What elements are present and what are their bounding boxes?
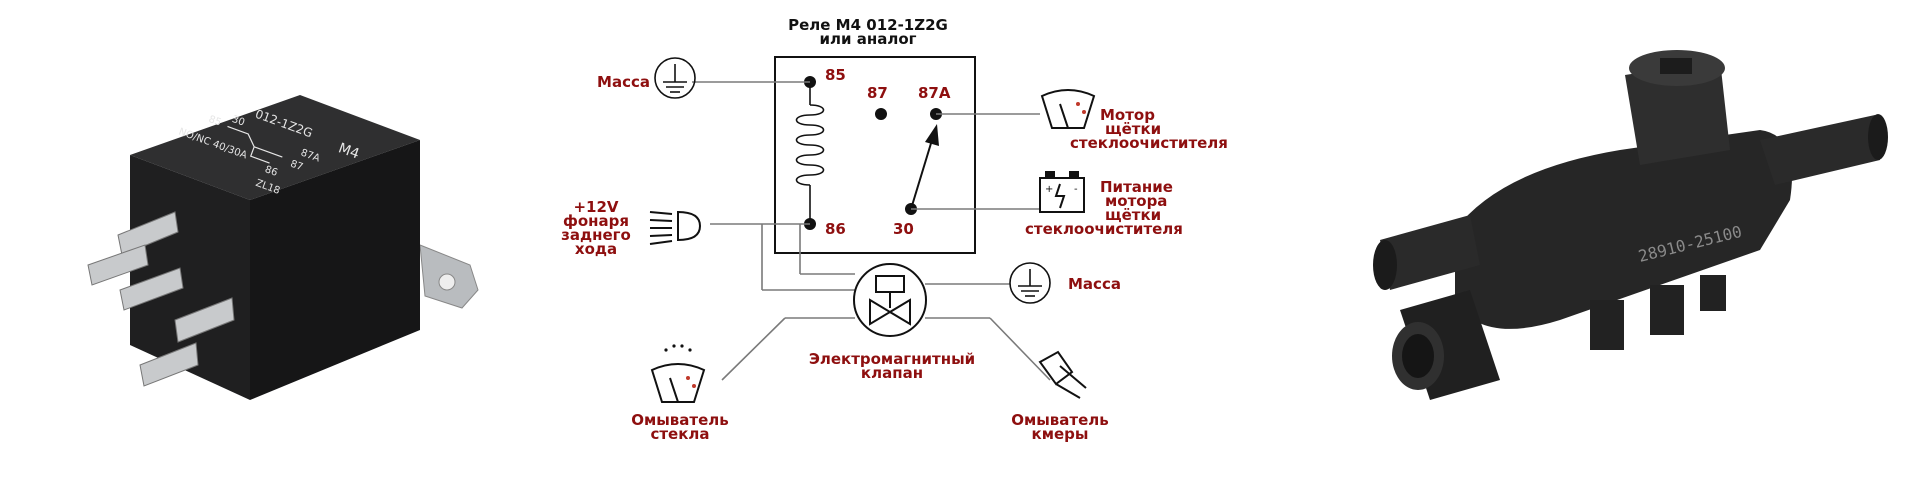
valve-label: Электромагнитный клапан bbox=[809, 350, 975, 382]
terminal-87 bbox=[875, 108, 887, 120]
svg-text:заднего: заднего bbox=[561, 226, 631, 244]
relay-photo-brand: M4 bbox=[336, 140, 361, 162]
svg-text:Питание: Питание bbox=[1100, 178, 1173, 196]
washer-icon bbox=[650, 344, 706, 403]
svg-text:Омыватель: Омыватель bbox=[1011, 411, 1109, 429]
ground-top-label: Масса bbox=[597, 73, 650, 91]
ground-icon bbox=[1009, 262, 1051, 304]
pin-87: 87 bbox=[867, 84, 888, 102]
svg-text:Мотор: Мотор bbox=[1100, 106, 1155, 124]
ground-icon bbox=[654, 57, 696, 99]
pin-30: 30 bbox=[893, 220, 914, 238]
reverse-light-label: +12V фонаря заднего хода bbox=[561, 198, 631, 258]
svg-text:щётки: щётки bbox=[1105, 120, 1161, 138]
switch-arrow-icon bbox=[925, 124, 939, 146]
svg-text:клапан: клапан bbox=[861, 364, 923, 382]
svg-text:щётки: щётки bbox=[1105, 206, 1161, 224]
wiring-diagram: Реле М4 012-1Z2G или аналог 85 87 87A 86… bbox=[561, 16, 1228, 443]
svg-text:+: + bbox=[1045, 184, 1053, 195]
camera-washer-label: Омыватель кмеры bbox=[1011, 411, 1109, 443]
battery-icon: + - bbox=[1039, 171, 1085, 213]
relay-photo: 012-1Z2G M4 85 30 87A 87 86 NO/NC 40/30A… bbox=[87, 95, 479, 400]
svg-text:Омыватель: Омыватель bbox=[631, 411, 729, 429]
relay-photo-pin-30: 30 bbox=[230, 114, 246, 129]
pin-86: 86 bbox=[825, 220, 846, 238]
glass-washer-label: Омыватель стекла bbox=[631, 411, 729, 443]
svg-text:-: - bbox=[1074, 184, 1078, 195]
camera-washer-icon bbox=[1038, 350, 1087, 399]
wiper-motor-label: Мотор щётки стеклоочистителя bbox=[1070, 106, 1228, 152]
valve-photo: 28910-25100 bbox=[1373, 50, 1888, 400]
headlight-icon bbox=[649, 210, 702, 245]
svg-text:+12V: +12V bbox=[573, 198, 618, 216]
pin-87a: 87A bbox=[918, 84, 951, 102]
wiper-power-label: Питание мотора щётки стеклоочистителя bbox=[1025, 178, 1183, 238]
svg-text:фонаря: фонаря bbox=[563, 212, 629, 230]
ground-mid-label: Масса bbox=[1068, 275, 1121, 293]
wiper-icon bbox=[1040, 89, 1096, 129]
svg-text:мотора: мотора bbox=[1105, 192, 1167, 210]
relay-title: Реле М4 012-1Z2G bbox=[788, 16, 948, 34]
relay-photo-pin-86: 86 bbox=[263, 164, 279, 179]
svg-text:стеклоочистителя: стеклоочистителя bbox=[1025, 220, 1183, 238]
svg-text:хода: хода bbox=[575, 240, 617, 258]
svg-text:Электромагнитный: Электромагнитный bbox=[809, 350, 975, 368]
svg-text:кмеры: кмеры bbox=[1032, 425, 1089, 443]
relay-photo-pin-85: 85 bbox=[207, 114, 223, 129]
relay-photo-pin-87: 87 bbox=[289, 159, 305, 174]
pin-85: 85 bbox=[825, 66, 846, 84]
solenoid-valve-icon bbox=[853, 263, 927, 337]
svg-text:стеклоочистителя: стеклоочистителя bbox=[1070, 134, 1228, 152]
svg-text:стекла: стекла bbox=[650, 425, 709, 443]
wires bbox=[692, 81, 1051, 381]
relay-subtitle: или аналог bbox=[820, 30, 917, 48]
